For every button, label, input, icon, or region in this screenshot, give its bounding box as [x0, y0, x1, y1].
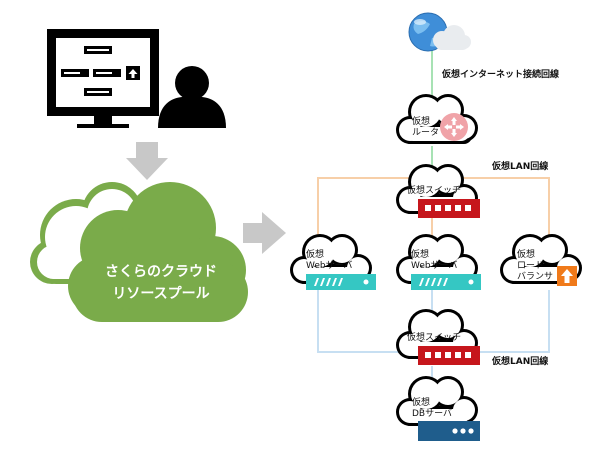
web-server-2-label-line1: 仮想	[411, 250, 430, 260]
load-balancer-label-line1: 仮想	[517, 250, 536, 260]
right-arrow-icon	[243, 212, 286, 254]
web-server-2-device	[411, 274, 481, 290]
lower-lan-label: 仮想LAN回線	[492, 357, 549, 367]
load-balancer-cloud-icon	[500, 234, 582, 284]
router-label-line1: 仮想	[412, 117, 431, 127]
user-icon	[158, 66, 226, 128]
db-server-label-line1: 仮想	[412, 398, 431, 408]
switch-top-device	[418, 199, 480, 218]
internet-globe-icon	[408, 12, 471, 52]
web-server-1-label-line2: Webサーバ	[306, 261, 353, 271]
switch-bottom-label: 仮想スイッチ	[407, 333, 462, 343]
load-balancer-label-line2: ロード	[517, 261, 545, 271]
down-arrow-icon	[126, 142, 168, 180]
web-server-1-device	[306, 274, 376, 290]
db-server-label-line2: DBサーバ	[412, 409, 453, 419]
resource-pool-cloud	[30, 182, 248, 322]
upper-lan-label: 仮想LAN回線	[492, 162, 549, 172]
router-label-line2: ルータ	[412, 128, 440, 138]
switch-bottom-device	[418, 346, 480, 365]
load-balancer-icon	[557, 266, 577, 286]
db-server-device	[418, 421, 480, 441]
web-server-2-label-line2: Webサーバ	[411, 261, 458, 271]
monitor-icon	[47, 29, 159, 128]
db-server-cloud-icon	[396, 376, 478, 426]
resource-pool-label-line1: さくらのクラウド	[105, 264, 217, 280]
load-balancer-label-line3: バランサ	[517, 272, 554, 282]
internet-line-label: 仮想インターネット接続回線	[442, 70, 560, 80]
switch-top-label: 仮想スイッチ	[407, 186, 462, 196]
web-server-1-label-line1: 仮想	[306, 250, 325, 260]
resource-pool-label-line2: リソースプール	[112, 286, 210, 302]
router-icon	[440, 113, 468, 141]
